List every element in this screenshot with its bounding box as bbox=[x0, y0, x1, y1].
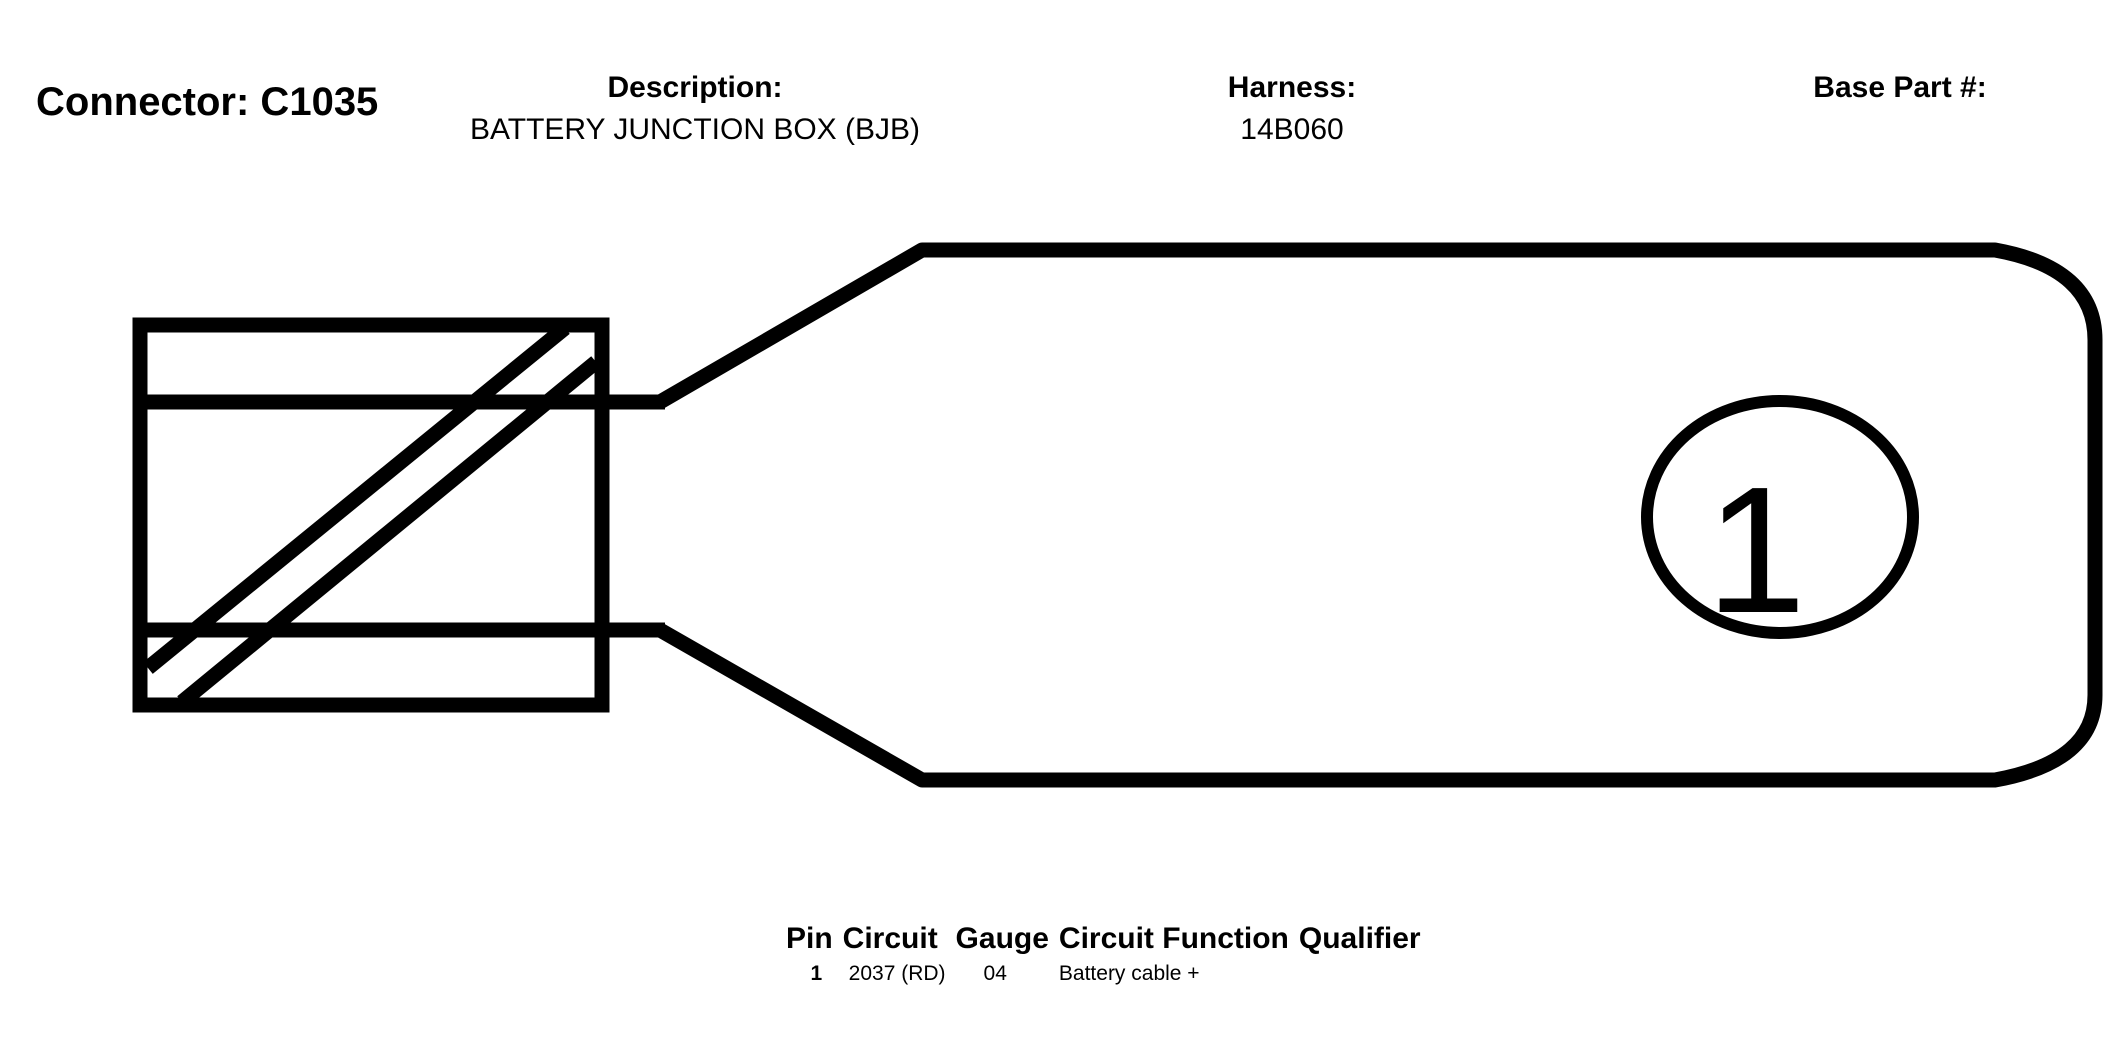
header-qualifier: Qualifier bbox=[1298, 922, 1421, 955]
pin-table: Pin Circuit Gauge Circuit Function Quali… bbox=[786, 920, 1431, 986]
cell-pin: 1 bbox=[810, 962, 823, 985]
base-part-block: Base Part #: bbox=[1780, 70, 2020, 106]
crimp-hatch-1 bbox=[143, 322, 570, 674]
description-label: Description: bbox=[607, 71, 783, 104]
cell-circuit-function: Battery cable + bbox=[1058, 962, 1200, 985]
description-value: BATTERY JUNCTION BOX (BJB) bbox=[469, 113, 921, 146]
base-part-label: Base Part #: bbox=[1813, 71, 1987, 104]
header-circuit-function: Circuit Function bbox=[1058, 922, 1289, 955]
crimp-box bbox=[132, 317, 610, 713]
cell-circuit: 2037 (RD) bbox=[848, 962, 946, 985]
pin-circle bbox=[1641, 395, 1919, 639]
harness-label: Harness: bbox=[1227, 71, 1357, 104]
connector-title: Connector: C1035 bbox=[36, 80, 379, 124]
harness-block: Harness: 14B060 bbox=[1192, 70, 1392, 154]
crimp-hatch-2 bbox=[177, 356, 601, 708]
header-circuit: Circuit bbox=[842, 922, 938, 955]
pin-number-label: 1 bbox=[1706, 450, 1806, 651]
table-row: 1 2037 (RD) 04 Battery cable + bbox=[786, 958, 1431, 986]
pin-table-header-row: Pin Circuit Gauge Circuit Function Quali… bbox=[786, 920, 1431, 958]
header-gauge: Gauge bbox=[955, 922, 1049, 955]
cell-qualifier bbox=[1299, 958, 1431, 986]
harness-value: 14B060 bbox=[1240, 113, 1344, 146]
cell-gauge: 04 bbox=[983, 962, 1007, 985]
header-pin: Pin bbox=[786, 922, 833, 955]
terminal-outline bbox=[656, 242, 2103, 788]
description-block: Description: BATTERY JUNCTION BOX (BJB) bbox=[465, 70, 925, 154]
